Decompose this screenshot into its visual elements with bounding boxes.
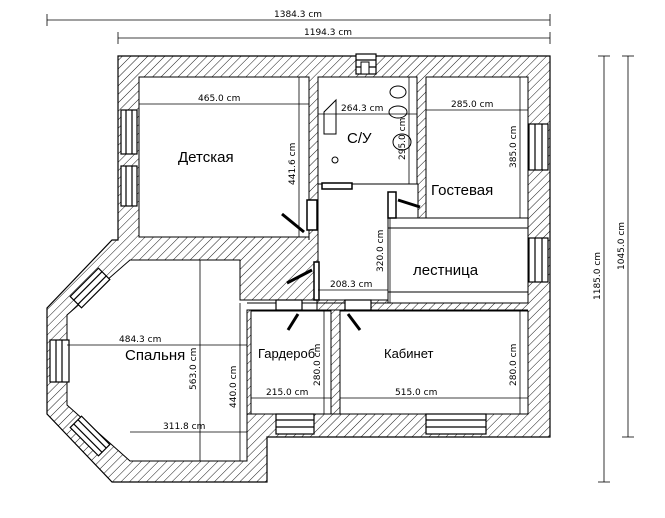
room-guest <box>425 76 529 219</box>
room-label-bedroom: Спальня <box>125 347 185 364</box>
room-label-stairs: лестница <box>413 262 479 279</box>
dim-bedroom-height: 563.0 cm <box>189 348 199 390</box>
dim-office-height: 280.0 cm <box>509 344 519 386</box>
dim-guest-height: 385.0 cm <box>509 126 519 168</box>
dim-stairs-height: 320.0 cm <box>376 230 386 272</box>
dim-bathroom-height: 295.0 cm <box>398 118 408 160</box>
room-label-office: Кабинет <box>384 346 433 361</box>
room-label-wardrobe: Гардероб <box>258 346 315 361</box>
dim-office-width: 515.0 cm <box>395 388 437 398</box>
toilet-icon <box>323 61 412 164</box>
dim-overall-width: 1384.3 cm <box>274 10 322 20</box>
room-label-bathroom: С/У <box>347 130 372 147</box>
dim-wardrobe-height: 280.0 cm <box>313 344 323 386</box>
room-label-nursery: Детская <box>178 149 234 166</box>
dim-bedroom-lower-width: 311.8 cm <box>163 422 205 432</box>
room-label-guest: Гостевая <box>431 182 493 199</box>
dim-nursery-height: 441.6 cm <box>288 143 298 185</box>
dim-corridor-width: 208.3 cm <box>330 280 372 290</box>
dim-wardrobe-depth: 440.0 cm <box>229 366 239 408</box>
room-stairs <box>387 217 529 304</box>
dim-bathroom-width: 264.3 cm <box>341 104 383 114</box>
dim-inner-height: 1045.0 cm <box>617 222 627 270</box>
room-wardrobe <box>250 310 332 415</box>
door-icon <box>281 182 421 331</box>
dim-wardrobe-width: 215.0 cm <box>266 388 308 398</box>
diagonal-window-icon <box>69 267 111 457</box>
dim-inner-width: 1194.3 cm <box>304 28 352 38</box>
dim-nursery-width: 465.0 cm <box>198 94 240 104</box>
dim-guest-width: 285.0 cm <box>451 100 493 110</box>
dim-overall-height: 1185.0 cm <box>593 252 603 300</box>
dim-bedroom-width: 484.3 cm <box>119 335 161 345</box>
room-office <box>339 310 529 415</box>
